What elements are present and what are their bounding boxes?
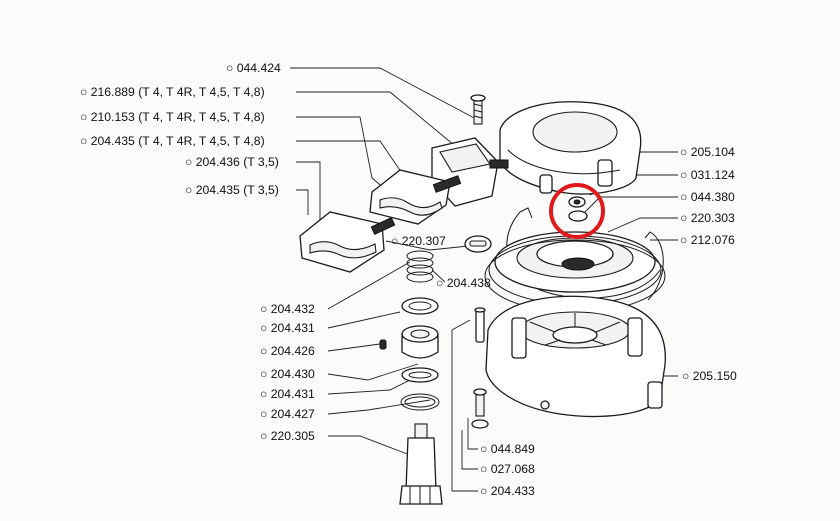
label-031124: ○ 031.124 — [680, 168, 735, 182]
pulley-assembly — [484, 207, 666, 313]
label-220307: ○ 220.307 — [391, 234, 446, 248]
grip-204436 — [299, 211, 396, 273]
label-204430: ○ 204.430 — [260, 367, 315, 381]
label-044380: ○ 044.380 — [680, 190, 735, 204]
label-204432: ○ 204.432 — [260, 302, 315, 316]
label-212076: ○ 212.076 — [680, 233, 735, 247]
label-204433: ○ 204.433 — [480, 484, 535, 498]
housing-205150 — [485, 295, 666, 418]
label-204426: ○ 204.426 — [260, 344, 315, 358]
label-205104: ○ 205.104 — [680, 145, 735, 159]
label-027068: ○ 027.068 — [480, 462, 535, 476]
label-204427: ○ 204.427 — [260, 407, 315, 421]
washer-220307 — [464, 235, 492, 253]
label-205150: ○ 205.150 — [682, 369, 737, 383]
shaft-220305 — [399, 423, 443, 505]
highlight-circle — [549, 183, 605, 239]
nut-031124 — [568, 196, 588, 222]
label-204435-t4: ○ 204.435 (T 4, T 4R, T 4,5, T 4,8) — [80, 134, 265, 148]
cover-205104 — [499, 101, 642, 195]
label-210153: ○ 210.153 (T 4, T 4R, T 4,5, T 4,8) — [80, 110, 265, 124]
grip-210153 — [369, 169, 462, 225]
label-204435-t35: ○ 204.435 (T 3,5) — [185, 183, 279, 197]
label-216889: ○ 216.889 (T 4, T 4R, T 4,5, T 4,8) — [80, 85, 265, 99]
spring-204432 — [406, 250, 434, 283]
label-204431-b: ○ 204.431 — [260, 387, 315, 401]
ring-204430 — [401, 367, 439, 383]
ring-204431-b — [400, 393, 440, 411]
screw-044849 — [471, 388, 489, 429]
label-204431-a: ○ 204.431 — [260, 321, 315, 335]
label-044424: ○ 044.424 — [226, 61, 281, 75]
label-204436: ○ 204.436 (T 3,5) — [185, 155, 279, 169]
screw-044424 — [470, 94, 486, 125]
label-044849: ○ 044.849 — [480, 442, 535, 456]
ring-204431-a — [401, 297, 439, 315]
pin-204438 — [474, 307, 486, 343]
label-220305: ○ 220.305 — [260, 429, 315, 443]
label-204438: ○ 204.438 — [436, 276, 491, 290]
label-220303: ○ 220.303 — [680, 211, 735, 225]
cam-204426 — [379, 325, 439, 359]
